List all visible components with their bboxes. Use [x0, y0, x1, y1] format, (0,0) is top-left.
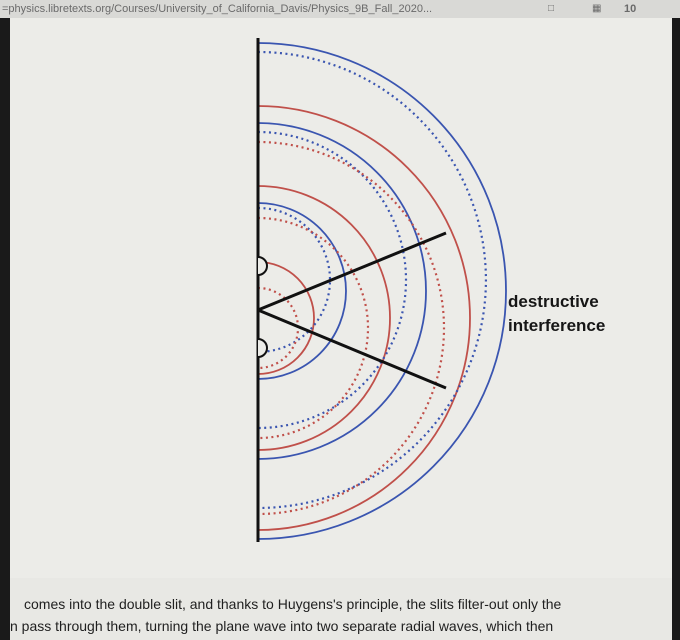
double-slit-figure: destructive interference	[10, 18, 672, 578]
slit-1	[257, 256, 268, 276]
wavefront-red-solid-2	[257, 261, 315, 375]
wavefront-red-dotted-2	[257, 286, 300, 370]
wavefront-blue-solid-1	[257, 122, 427, 460]
extension-icon[interactable]: ▦	[592, 3, 602, 14]
slit-2	[257, 338, 268, 358]
wavefront-blue-dotted-2	[257, 206, 332, 354]
wave-interference-diagram	[256, 38, 507, 542]
tab-count-badge[interactable]: 10	[624, 3, 637, 15]
wavefront-red-dotted-0	[257, 140, 446, 516]
wavefront-blue-dotted-0	[257, 50, 488, 510]
paragraph-line-2: n pass through them, turning the plane w…	[10, 618, 554, 634]
browser-address-bar[interactable]: =physics.libretexts.org/Courses/Universi…	[0, 0, 680, 18]
reader-view-icon[interactable]: □	[548, 3, 555, 14]
wavefront-red-solid-0	[257, 105, 471, 531]
wavefront-blue-dotted-1	[257, 130, 408, 430]
label-interference: interference	[508, 316, 606, 335]
ray-lower	[257, 308, 447, 390]
wavefront-red-dotted-1	[257, 216, 370, 440]
ray-upper	[257, 231, 447, 312]
page-content: destructive interference comes into the …	[10, 18, 672, 640]
wavefront-blue-solid-0	[257, 42, 507, 540]
paragraph-line-1: comes into the double slit, and thanks t…	[24, 596, 562, 612]
wavefront-red-solid-1	[257, 185, 391, 451]
label-destructive: destructive	[508, 292, 599, 311]
wavefront-blue-solid-2	[257, 202, 347, 380]
url-text[interactable]: =physics.libretexts.org/Courses/Universi…	[2, 3, 433, 15]
